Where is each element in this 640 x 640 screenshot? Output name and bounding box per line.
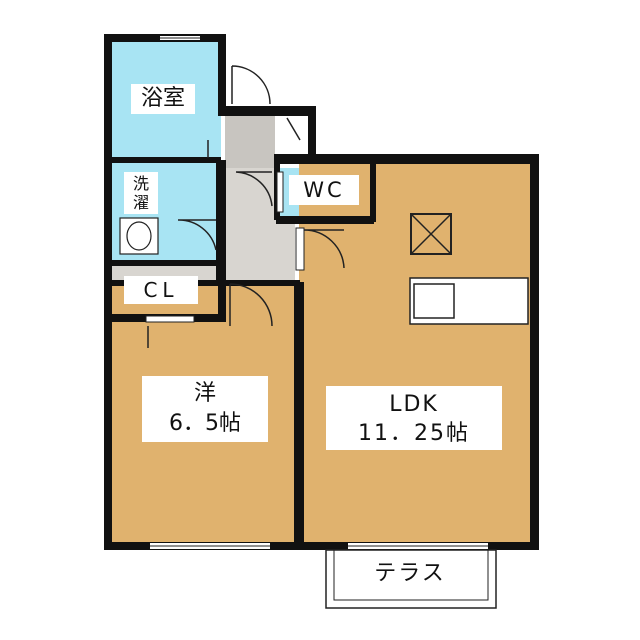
washroom-label: 洗 濯: [124, 172, 158, 214]
washbasin: [119, 217, 159, 255]
washbasin-bowl: [126, 221, 152, 251]
entrance-floor: [225, 116, 275, 168]
terrace-inner: [333, 549, 489, 601]
ldk-label: LDK 11．25帖: [326, 386, 502, 450]
ventilation-box: [410, 213, 452, 255]
closet-label: CL: [124, 276, 198, 304]
ventilation-cross-b: [410, 213, 452, 255]
doors: [145, 65, 345, 348]
ldk-floor: [299, 158, 533, 544]
wc-label: WC: [289, 175, 359, 205]
western-room-label: 洋 6．5帖: [142, 376, 268, 442]
terrace-label: テラス: [374, 561, 446, 586]
kitchen-sink: [413, 283, 455, 319]
bath-label: 浴室: [131, 84, 195, 114]
wc-door-jamb: [276, 171, 284, 213]
